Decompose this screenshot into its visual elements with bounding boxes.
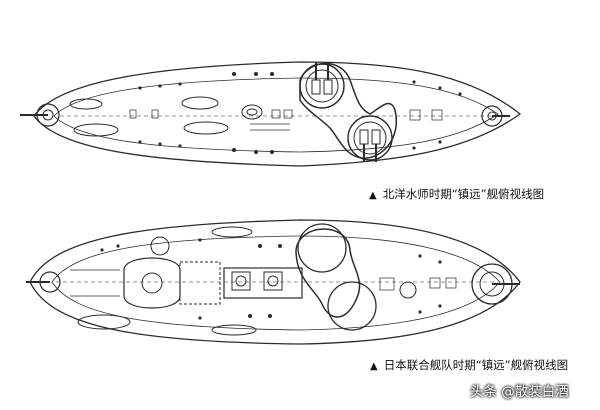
- bow-gun-top: [20, 103, 60, 127]
- deck-fittings-bottom: [70, 269, 457, 297]
- ship-plan-japanese: [26, 219, 521, 345]
- boats-top: [69, 96, 263, 137]
- stern-gun-top: [481, 105, 510, 127]
- caption-marker-icon: ▲: [370, 361, 378, 372]
- ship-plan-beiyang: [20, 61, 522, 167]
- bow-gun-bottom: [26, 271, 61, 293]
- caption-text: 日本联合舰队时期“镇远”舰俯视线图: [383, 358, 569, 372]
- caption-beiyang-era: ▲ 北洋水师时期“镇远”舰俯视线图: [369, 186, 544, 202]
- caption-text: 北洋水师时期“镇远”舰俯视线图: [382, 187, 545, 201]
- forward-superstructure-bottom: [123, 236, 181, 309]
- main-barbettes-top: [299, 62, 398, 162]
- source-watermark: 头条 @散装白酒: [470, 384, 569, 400]
- boats-bottom: [77, 226, 417, 336]
- hull-outline-bottom: [29, 219, 521, 345]
- caption-marker-icon: ▲: [369, 190, 377, 201]
- main-barbettes-bottom: [295, 223, 377, 331]
- rivet-dots-bottom: [100, 238, 442, 320]
- stern-barbette-bottom: [471, 263, 520, 305]
- rivet-dots-top: [138, 72, 462, 154]
- deck-fittings-top: [129, 109, 443, 131]
- caption-japanese-era: ▲ 日本联合舰队时期“镇远”舰俯视线图: [370, 357, 568, 373]
- central-deckhouse-bottom: [179, 261, 303, 305]
- hull-outline-top: [33, 61, 522, 167]
- deck-line-top: [53, 77, 499, 153]
